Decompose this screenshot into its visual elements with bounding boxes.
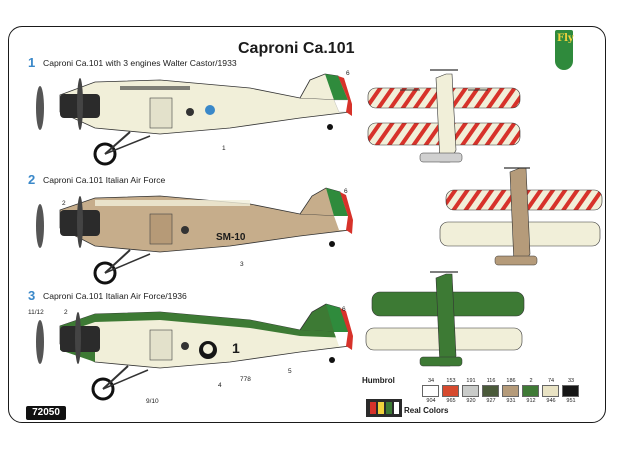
real-color-code: 931 (506, 398, 516, 404)
real-color-code: 946 (546, 398, 556, 404)
variant-2-number: 2 (28, 172, 36, 187)
variant-3-code-marking: 1 (232, 340, 240, 356)
real-color-code: 920 (466, 398, 476, 404)
callout-label: 5 (288, 368, 292, 375)
brand-logo-icon (555, 30, 573, 70)
humbrol-code: 116 (486, 378, 496, 384)
callout-label: 2 (64, 309, 68, 316)
callout-label: 11/12 (28, 309, 44, 316)
humbrol-code: 186 (506, 378, 516, 384)
variant-2-code-marking: SM-10 (216, 232, 246, 243)
color-swatch (542, 385, 559, 397)
real-color-code: 912 (526, 398, 536, 404)
real-colors-label: Real Colors (404, 406, 449, 415)
humbrol-code: 74 (547, 378, 555, 384)
humbrol-code: 153 (446, 378, 456, 384)
color-swatch (442, 385, 459, 397)
callout-label: 6 (344, 188, 348, 195)
callout-label: 4 (218, 382, 222, 389)
brand-logo-text: Fly (557, 33, 574, 44)
humbrol-code: 33 (567, 378, 575, 384)
real-color-code: 965 (446, 398, 456, 404)
page-title: Caproni Ca.101 (238, 40, 355, 57)
variant-1-top-view (367, 69, 521, 163)
callout-label: 6 (342, 306, 346, 313)
variant-3-serial-marking: 778 (240, 376, 251, 383)
paint-badge-icon (366, 399, 402, 417)
variant-1-number: 1 (28, 55, 36, 70)
variant-3-number: 3 (28, 288, 36, 303)
callout-label: 6 (346, 70, 350, 77)
humbrol-code: 2 (529, 378, 533, 384)
real-color-code: 951 (566, 398, 576, 404)
color-swatch (462, 385, 479, 397)
variant-3-caption: Caproni Ca.101 Italian Air Force/1936 (43, 291, 187, 301)
variant-1-caption: Caproni Ca.101 with 3 engines Walter Cas… (43, 58, 237, 68)
product-code: 72050 (26, 406, 66, 420)
humbrol-label: Humbrol (362, 376, 395, 385)
color-swatch (422, 385, 439, 397)
callout-label: 9/10 (146, 398, 159, 405)
variant-2-caption: Caproni Ca.101 Italian Air Force (43, 175, 166, 185)
variant-2-side-view (36, 187, 353, 285)
color-swatch (522, 385, 539, 397)
callout-label: 2 (62, 200, 66, 207)
color-swatch (482, 385, 499, 397)
variant-3-side-view (36, 303, 353, 401)
real-color-code: 927 (486, 398, 496, 404)
real-color-code: 904 (426, 398, 436, 404)
variant-2-top-view (439, 167, 603, 266)
humbrol-code: 191 (466, 378, 476, 384)
humbrol-code: 34 (427, 378, 435, 384)
callout-label: 1 (222, 145, 226, 152)
callout-label: 3 (240, 261, 244, 268)
color-swatch (502, 385, 519, 397)
color-swatch (562, 385, 579, 397)
variant-3-top-view (365, 271, 525, 367)
variant-1-side-view (36, 73, 352, 166)
